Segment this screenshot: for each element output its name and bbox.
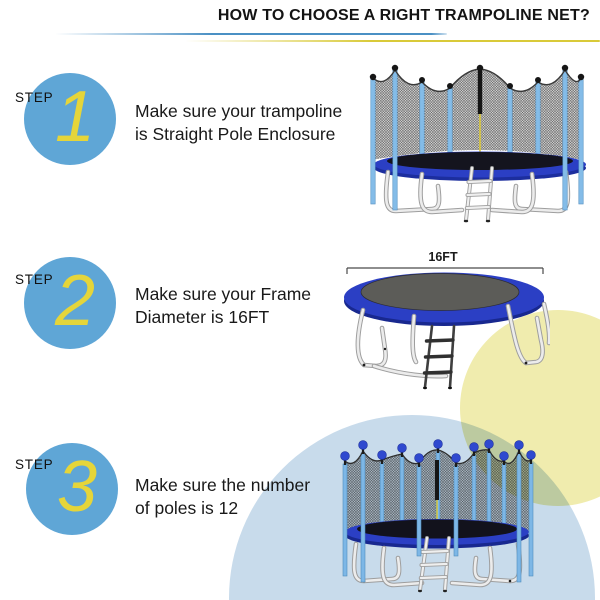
legs [383, 169, 571, 215]
dimension-label: 16FT [428, 250, 458, 264]
ladder [463, 166, 494, 223]
step2-number: 2 [54, 261, 96, 341]
pole-caps [369, 64, 585, 89]
safety-net [371, 69, 583, 160]
ball-caps [340, 439, 536, 463]
step1-text-line1: Make sure your trampoline [135, 101, 343, 121]
ladder [418, 536, 451, 593]
divider-yellow [185, 40, 600, 42]
step1-label: STEP [15, 90, 54, 105]
step3-text: Make sure the number of poles is 12 [135, 474, 310, 519]
step2-circle: 2 [24, 257, 116, 349]
frame-pad [344, 272, 544, 326]
step2-label: STEP [15, 272, 54, 287]
trampoline-frame-illustration: 16FT [344, 250, 550, 390]
dimension-line: 16FT [346, 250, 544, 274]
step2-text-line2: Diameter is 16FT [135, 306, 270, 327]
step3-text-line1: Make sure the number [135, 475, 311, 495]
step2-text: Make sure your Frame Diameter is 16FT [135, 283, 311, 328]
step3-label: STEP [15, 457, 54, 472]
frame-pad [374, 151, 586, 181]
legs [355, 301, 550, 379]
divider-blue [55, 33, 447, 35]
frame-pad [345, 519, 529, 549]
step1-text-line2: is Straight Pole Enclosure [135, 123, 336, 144]
ladder [422, 324, 456, 390]
top-rail [344, 449, 532, 465]
step3-text-line2: of poles is 12 [135, 497, 239, 518]
page-title: HOW TO CHOOSE A RIGHT TRAMPOLINE NET? [217, 7, 590, 24]
step1-number: 1 [54, 77, 96, 157]
step3-number: 3 [56, 447, 98, 527]
trampoline-enclosure-illustration [369, 64, 586, 223]
step2-text-line1: Make sure your Frame [135, 284, 312, 304]
pole-stems [343, 447, 533, 467]
step1-text: Make sure your trampoline is Straight Po… [135, 100, 342, 145]
step3-circle: 3 [26, 443, 118, 535]
trampoline-12-poles-illustration [340, 439, 536, 593]
step1-circle: 1 [24, 73, 116, 165]
